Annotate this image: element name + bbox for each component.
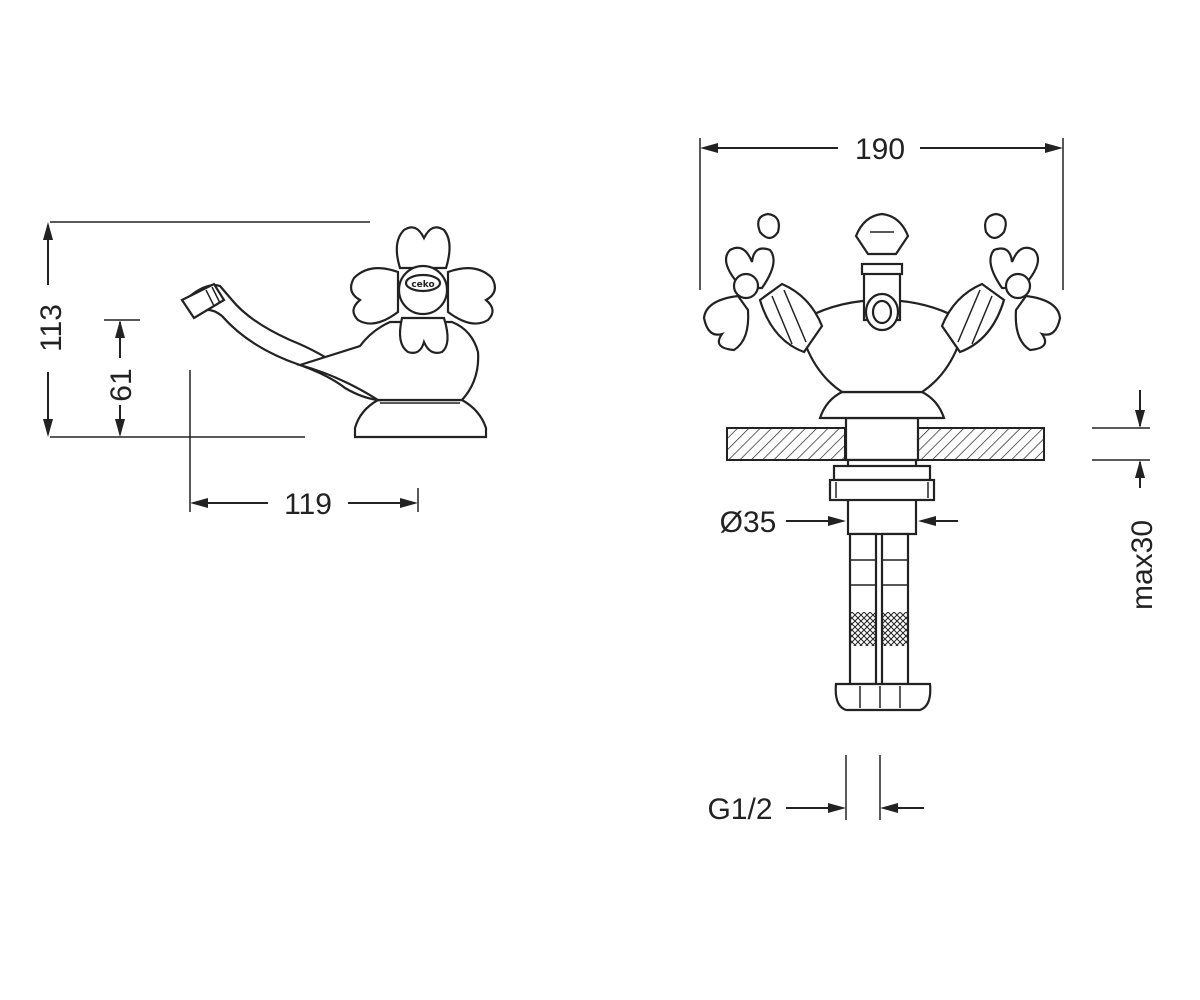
handle-badge-text: ceko <box>411 280 434 290</box>
dim-height-spout-label: 61 <box>105 368 138 401</box>
dimension-total-height: 113 <box>35 221 370 438</box>
left-cross-handle <box>702 212 780 352</box>
side-view: 113 61 119 <box>35 221 497 521</box>
dimension-max-thickness: max30 <box>1092 390 1159 610</box>
front-view: 190 max30 <box>699 133 1159 826</box>
dimension-spout-height: 61 <box>104 319 140 437</box>
dim-width-label: 190 <box>855 133 905 166</box>
bidet-mixer-front-profile <box>702 212 1062 420</box>
flexible-hoses <box>834 532 932 712</box>
dimension-thread: G1/2 <box>707 755 924 826</box>
dimension-diameter: Ø35 <box>720 506 958 539</box>
dimension-width: 190 <box>699 133 1064 290</box>
dim-diameter-label: Ø35 <box>720 506 777 539</box>
dimension-reach: 119 <box>189 370 419 521</box>
dim-height-total-label: 113 <box>35 304 68 352</box>
bidet-mixer-side-profile: ceko <box>180 226 497 439</box>
dim-max-thickness-label: max30 <box>1126 520 1159 610</box>
mounting-shank <box>828 416 936 536</box>
right-cross-handle <box>984 212 1062 352</box>
countertop-section <box>726 427 1045 461</box>
cross-handle: ceko <box>349 226 497 354</box>
dim-thread-label: G1/2 <box>707 793 772 826</box>
dim-reach-label: 119 <box>284 488 332 521</box>
